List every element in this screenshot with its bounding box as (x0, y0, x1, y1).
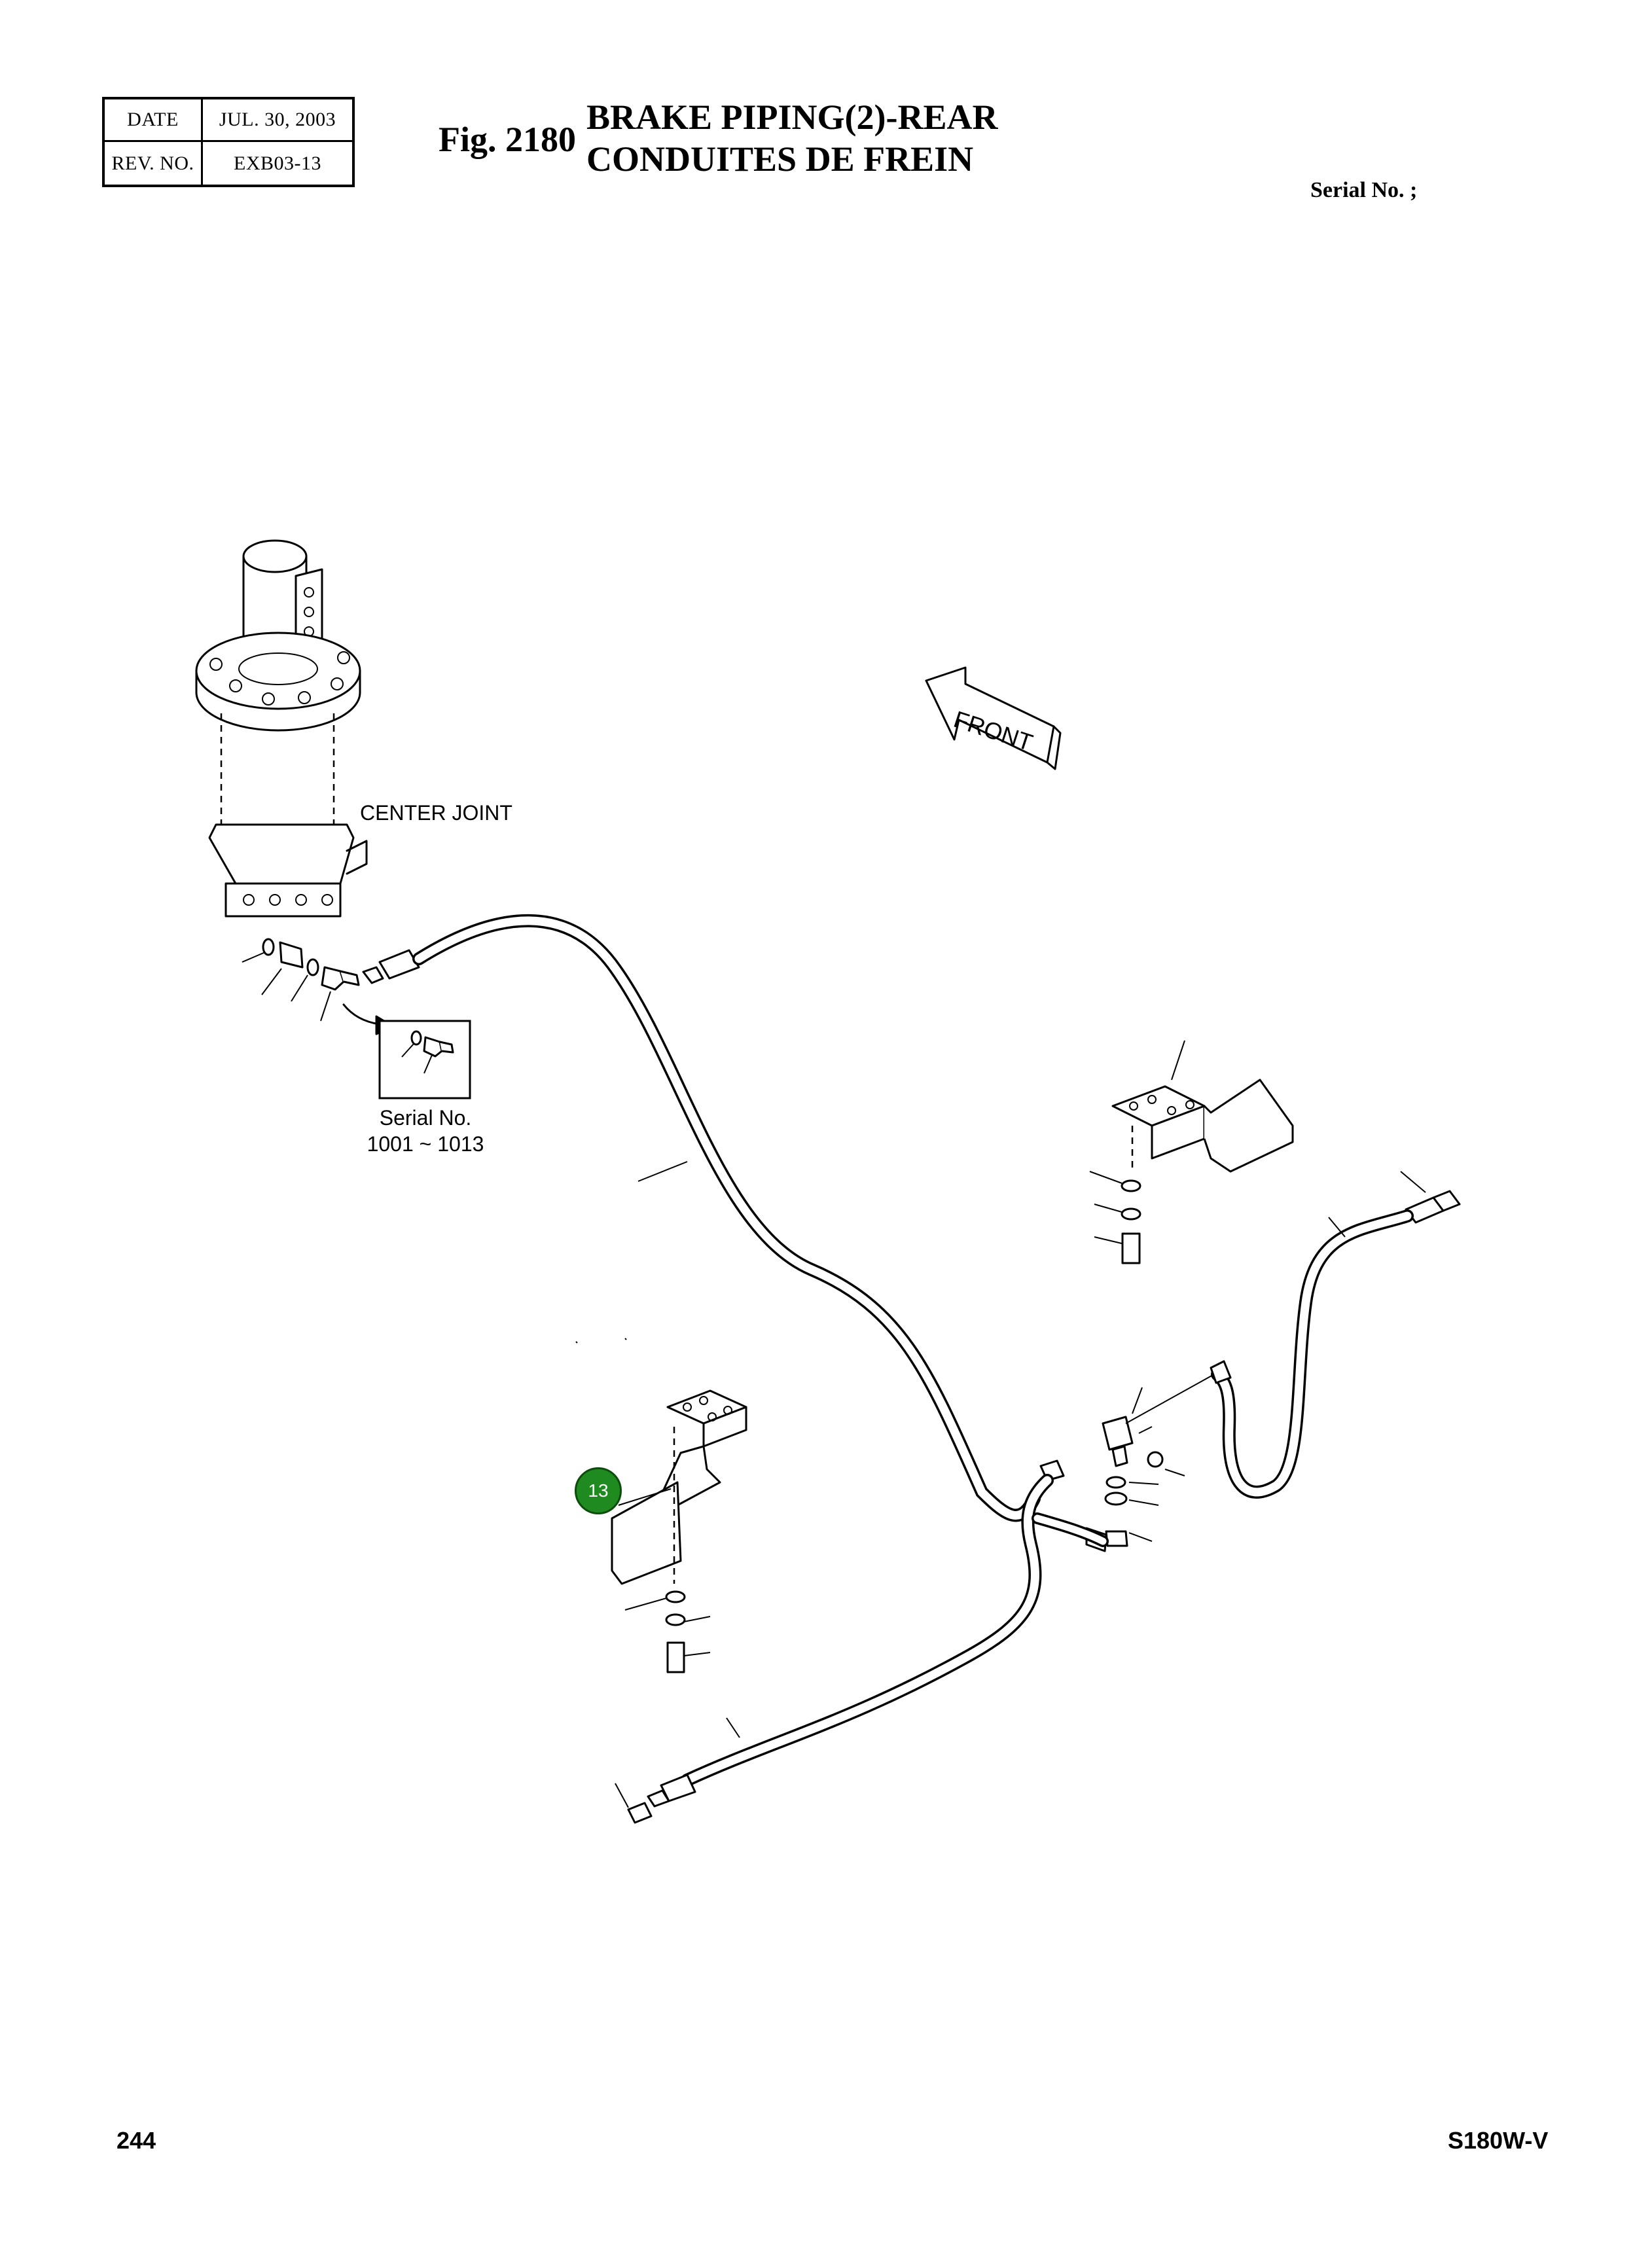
center-joint-label: CENTER JOINT (360, 801, 512, 825)
long-brake-hose (362, 914, 1041, 1522)
date-label: DATE (105, 99, 203, 142)
revision-table: DATE JUL. 30, 2003 REV. NO. EXB03-13 (102, 97, 355, 187)
title-english: BRAKE PIPING(2)-REAR (586, 98, 998, 137)
title-french: CONDUITES DE FREIN (586, 139, 974, 179)
front-direction-arrow (925, 666, 1062, 770)
figure-number: Fig. 2180 (439, 120, 576, 159)
date-value: JUL. 30, 2003 (203, 99, 352, 142)
inset-serial-label: Serial No. (379, 1106, 472, 1130)
page-number: 244 (117, 2127, 156, 2154)
rev-label: REV. NO. (105, 142, 203, 185)
serial-number-label: Serial No. ; (1310, 178, 1418, 202)
model-number: S180W-V (1448, 2127, 1549, 2154)
lower-brake-hose (615, 1459, 1109, 1824)
serial-inset-box (378, 1020, 471, 1099)
part-callout-13[interactable]: 13 (575, 1467, 622, 1514)
rev-value: EXB03-13 (234, 152, 321, 174)
upper-bracket (1089, 1040, 1294, 1264)
tee-fitting-group (1085, 1374, 1215, 1552)
center-joint-drawing (195, 539, 368, 918)
lower-bracket (611, 1389, 747, 1673)
right-brake-hose (1210, 1171, 1461, 1499)
center-joint-fittings (242, 938, 394, 1035)
inset-serial-range: 1001 ~ 1013 (367, 1132, 484, 1156)
